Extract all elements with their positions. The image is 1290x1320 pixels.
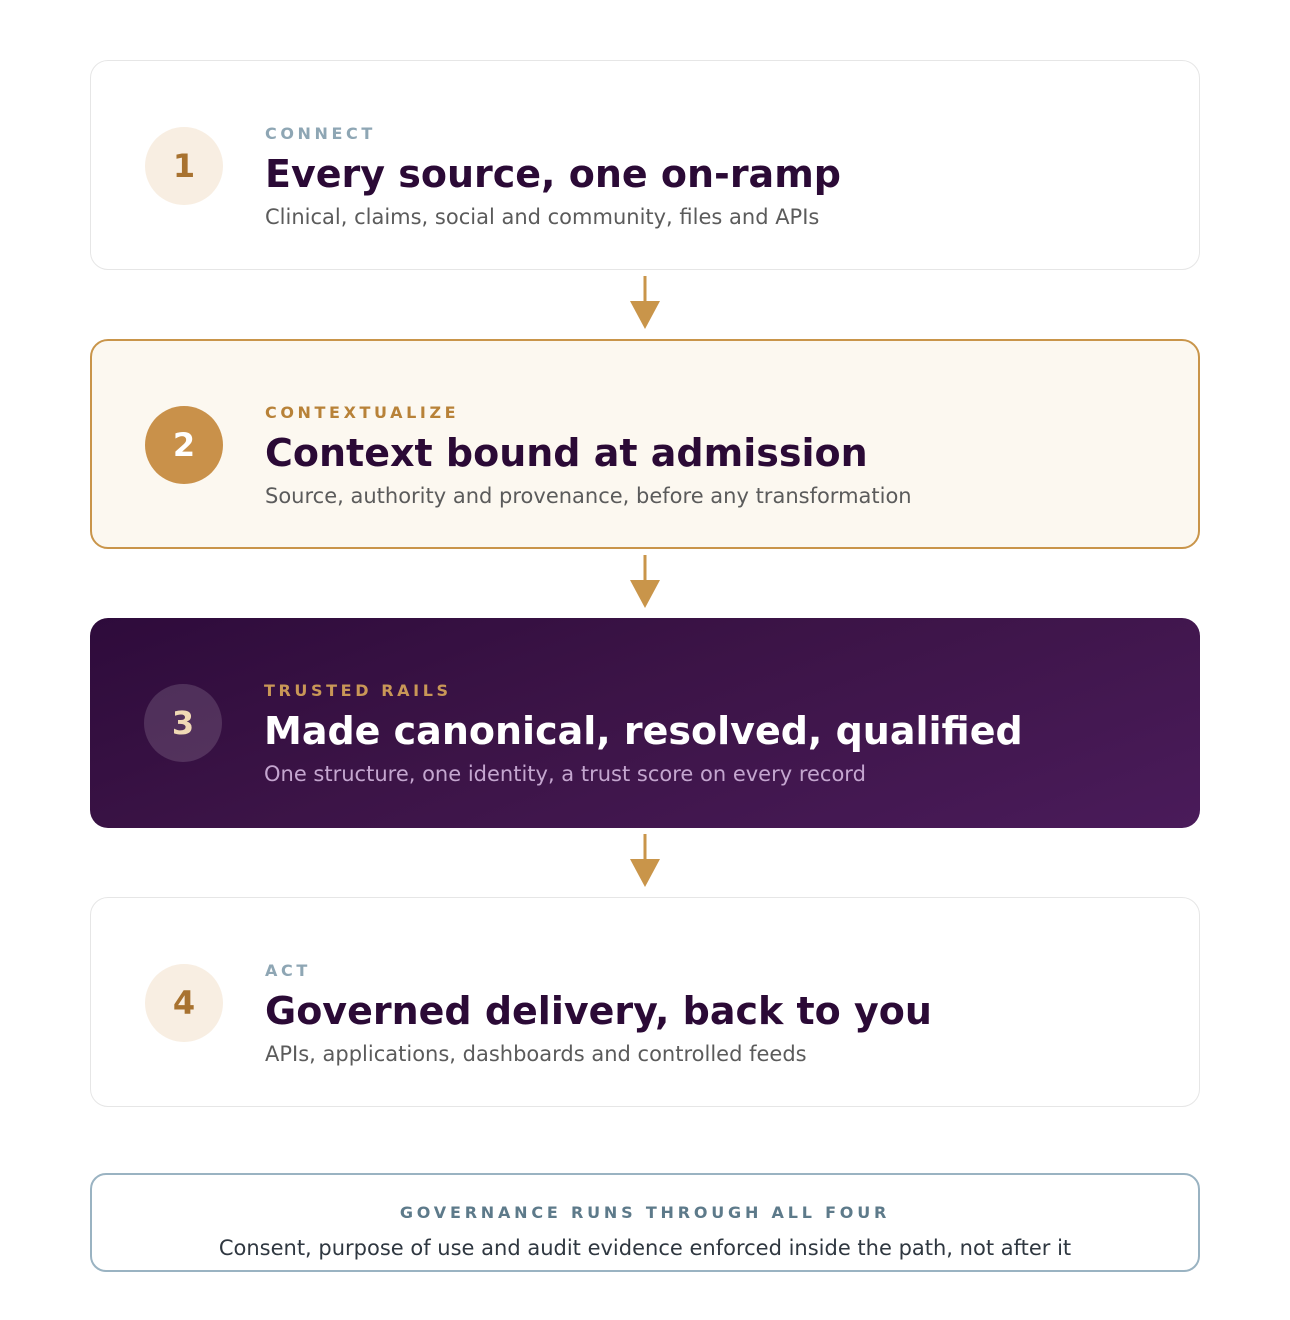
step-card-connect: 1 CONNECT Every source, one on-ramp Clin… bbox=[90, 60, 1200, 270]
step-description: APIs, applications, dashboards and contr… bbox=[265, 1042, 807, 1066]
step-text: ACT Governed delivery, back to you APIs,… bbox=[265, 962, 932, 1068]
step-number-badge: 2 bbox=[145, 406, 223, 484]
down-arrow-icon bbox=[630, 555, 660, 608]
step-number-badge: 1 bbox=[145, 127, 223, 205]
step-card-trusted-rails: 3 TRUSTED RAILS Made canonical, resolved… bbox=[90, 618, 1200, 828]
step-text: TRUSTED RAILS Made canonical, resolved, … bbox=[264, 682, 1023, 788]
step-description: Clinical, claims, social and community, … bbox=[265, 205, 820, 229]
step-description: Source, authority and provenance, before… bbox=[265, 484, 912, 508]
down-arrow-icon bbox=[630, 276, 660, 329]
governance-banner: GOVERNANCE RUNS THROUGH ALL FOUR Consent… bbox=[90, 1173, 1200, 1272]
step-number-badge: 3 bbox=[144, 684, 222, 762]
step-text: CONNECT Every source, one on-ramp Clinic… bbox=[265, 125, 841, 231]
step-title: Made canonical, resolved, qualified bbox=[264, 709, 1023, 753]
governance-label: GOVERNANCE RUNS THROUGH ALL FOUR bbox=[399, 1203, 891, 1222]
step-eyebrow: ACT bbox=[265, 961, 311, 980]
step-description: One structure, one identity, a trust sco… bbox=[264, 762, 866, 786]
step-number-badge: 4 bbox=[145, 964, 223, 1042]
step-eyebrow: CONTEXTUALIZE bbox=[265, 403, 460, 422]
governance-description: Consent, purpose of use and audit eviden… bbox=[218, 1236, 1072, 1260]
step-card-act: 4 ACT Governed delivery, back to you API… bbox=[90, 897, 1200, 1107]
step-text: CONTEXTUALIZE Context bound at admission… bbox=[265, 404, 912, 510]
step-title: Every source, one on-ramp bbox=[265, 152, 841, 196]
step-title: Governed delivery, back to you bbox=[265, 989, 932, 1033]
step-eyebrow: TRUSTED RAILS bbox=[264, 681, 452, 700]
step-eyebrow: CONNECT bbox=[265, 124, 376, 143]
step-title: Context bound at admission bbox=[265, 431, 868, 475]
down-arrow-icon bbox=[630, 834, 660, 887]
step-card-contextualize: 2 CONTEXTUALIZE Context bound at admissi… bbox=[90, 339, 1200, 549]
